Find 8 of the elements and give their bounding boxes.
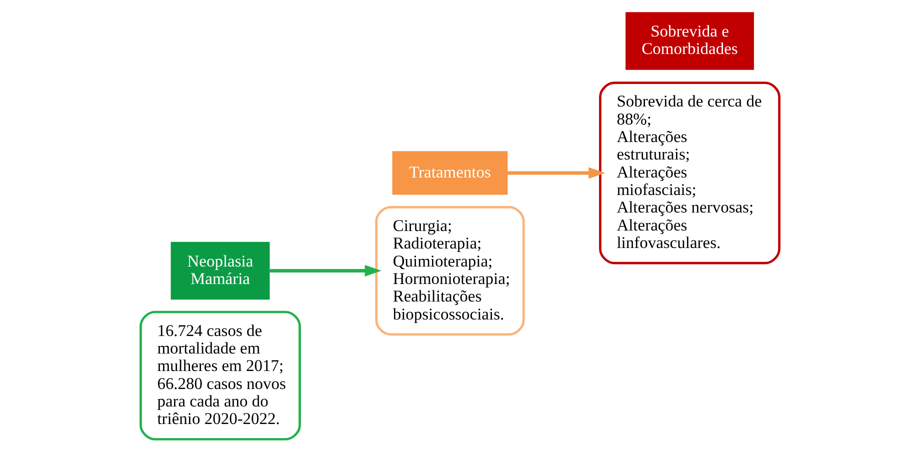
arrow (270, 264, 382, 277)
node-box: Cirurgia; Radioterapia; Quimioterapia; Hormonioterapia; Reabilitações biopsicossociais. (375, 206, 525, 336)
arrow (507, 167, 606, 179)
node-box: Tratamentos (392, 151, 508, 195)
node-box: 16.724 casos de mortalidade em mulheres em 2017; 66.280 casos novos para cada ano do triênio 2020-2022. (140, 310, 301, 440)
node-box: Neoplasia Mamária (170, 242, 270, 300)
node-box: Sobrevida de cerca de 88%; Alterações estruturais; Alterações miofasciais; Alterações nervosas; Alterações linfovasculares. (599, 82, 780, 264)
node-box: Sobrevida e Comorbidades (626, 12, 754, 70)
